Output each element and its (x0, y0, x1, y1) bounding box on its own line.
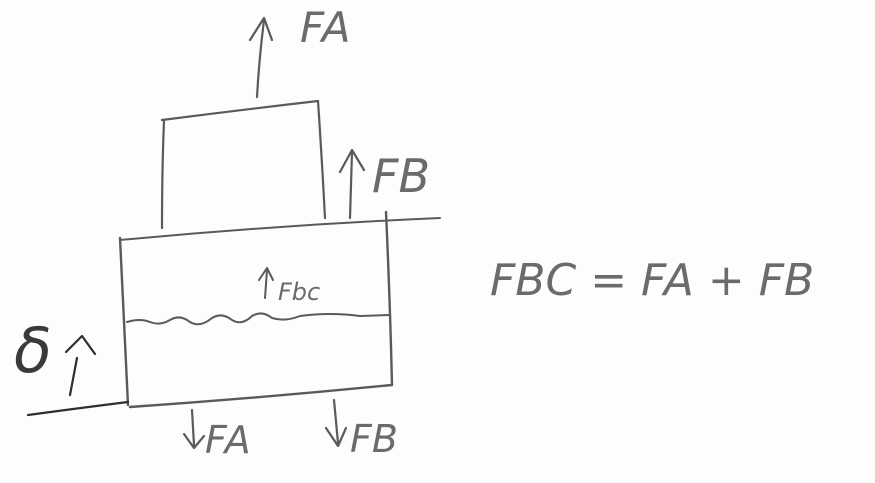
interface-line (119, 217, 441, 241)
force-a-arrow-down (182, 408, 206, 450)
block-bc (118, 210, 394, 409)
force-a-bottom-label: FA (205, 418, 251, 462)
internal-force-label: Fbc (278, 278, 320, 306)
force-b-arrow-down (324, 398, 348, 448)
force-b-right-label: FB (372, 149, 430, 203)
force-b-bottom-label: FB (350, 417, 398, 461)
ground-line (26, 400, 130, 417)
equilibrium-equation: FBC = FA + FB (490, 255, 814, 306)
displacement-symbol: δ (14, 314, 52, 387)
force-b-arrow-up (338, 148, 366, 220)
block-a (160, 99, 327, 230)
section-cut-line (126, 312, 391, 326)
force-a-top-label: FA (300, 3, 350, 52)
internal-force-arrow (258, 267, 274, 299)
displacement-arrow (64, 334, 97, 397)
force-a-arrow-up (248, 16, 274, 99)
